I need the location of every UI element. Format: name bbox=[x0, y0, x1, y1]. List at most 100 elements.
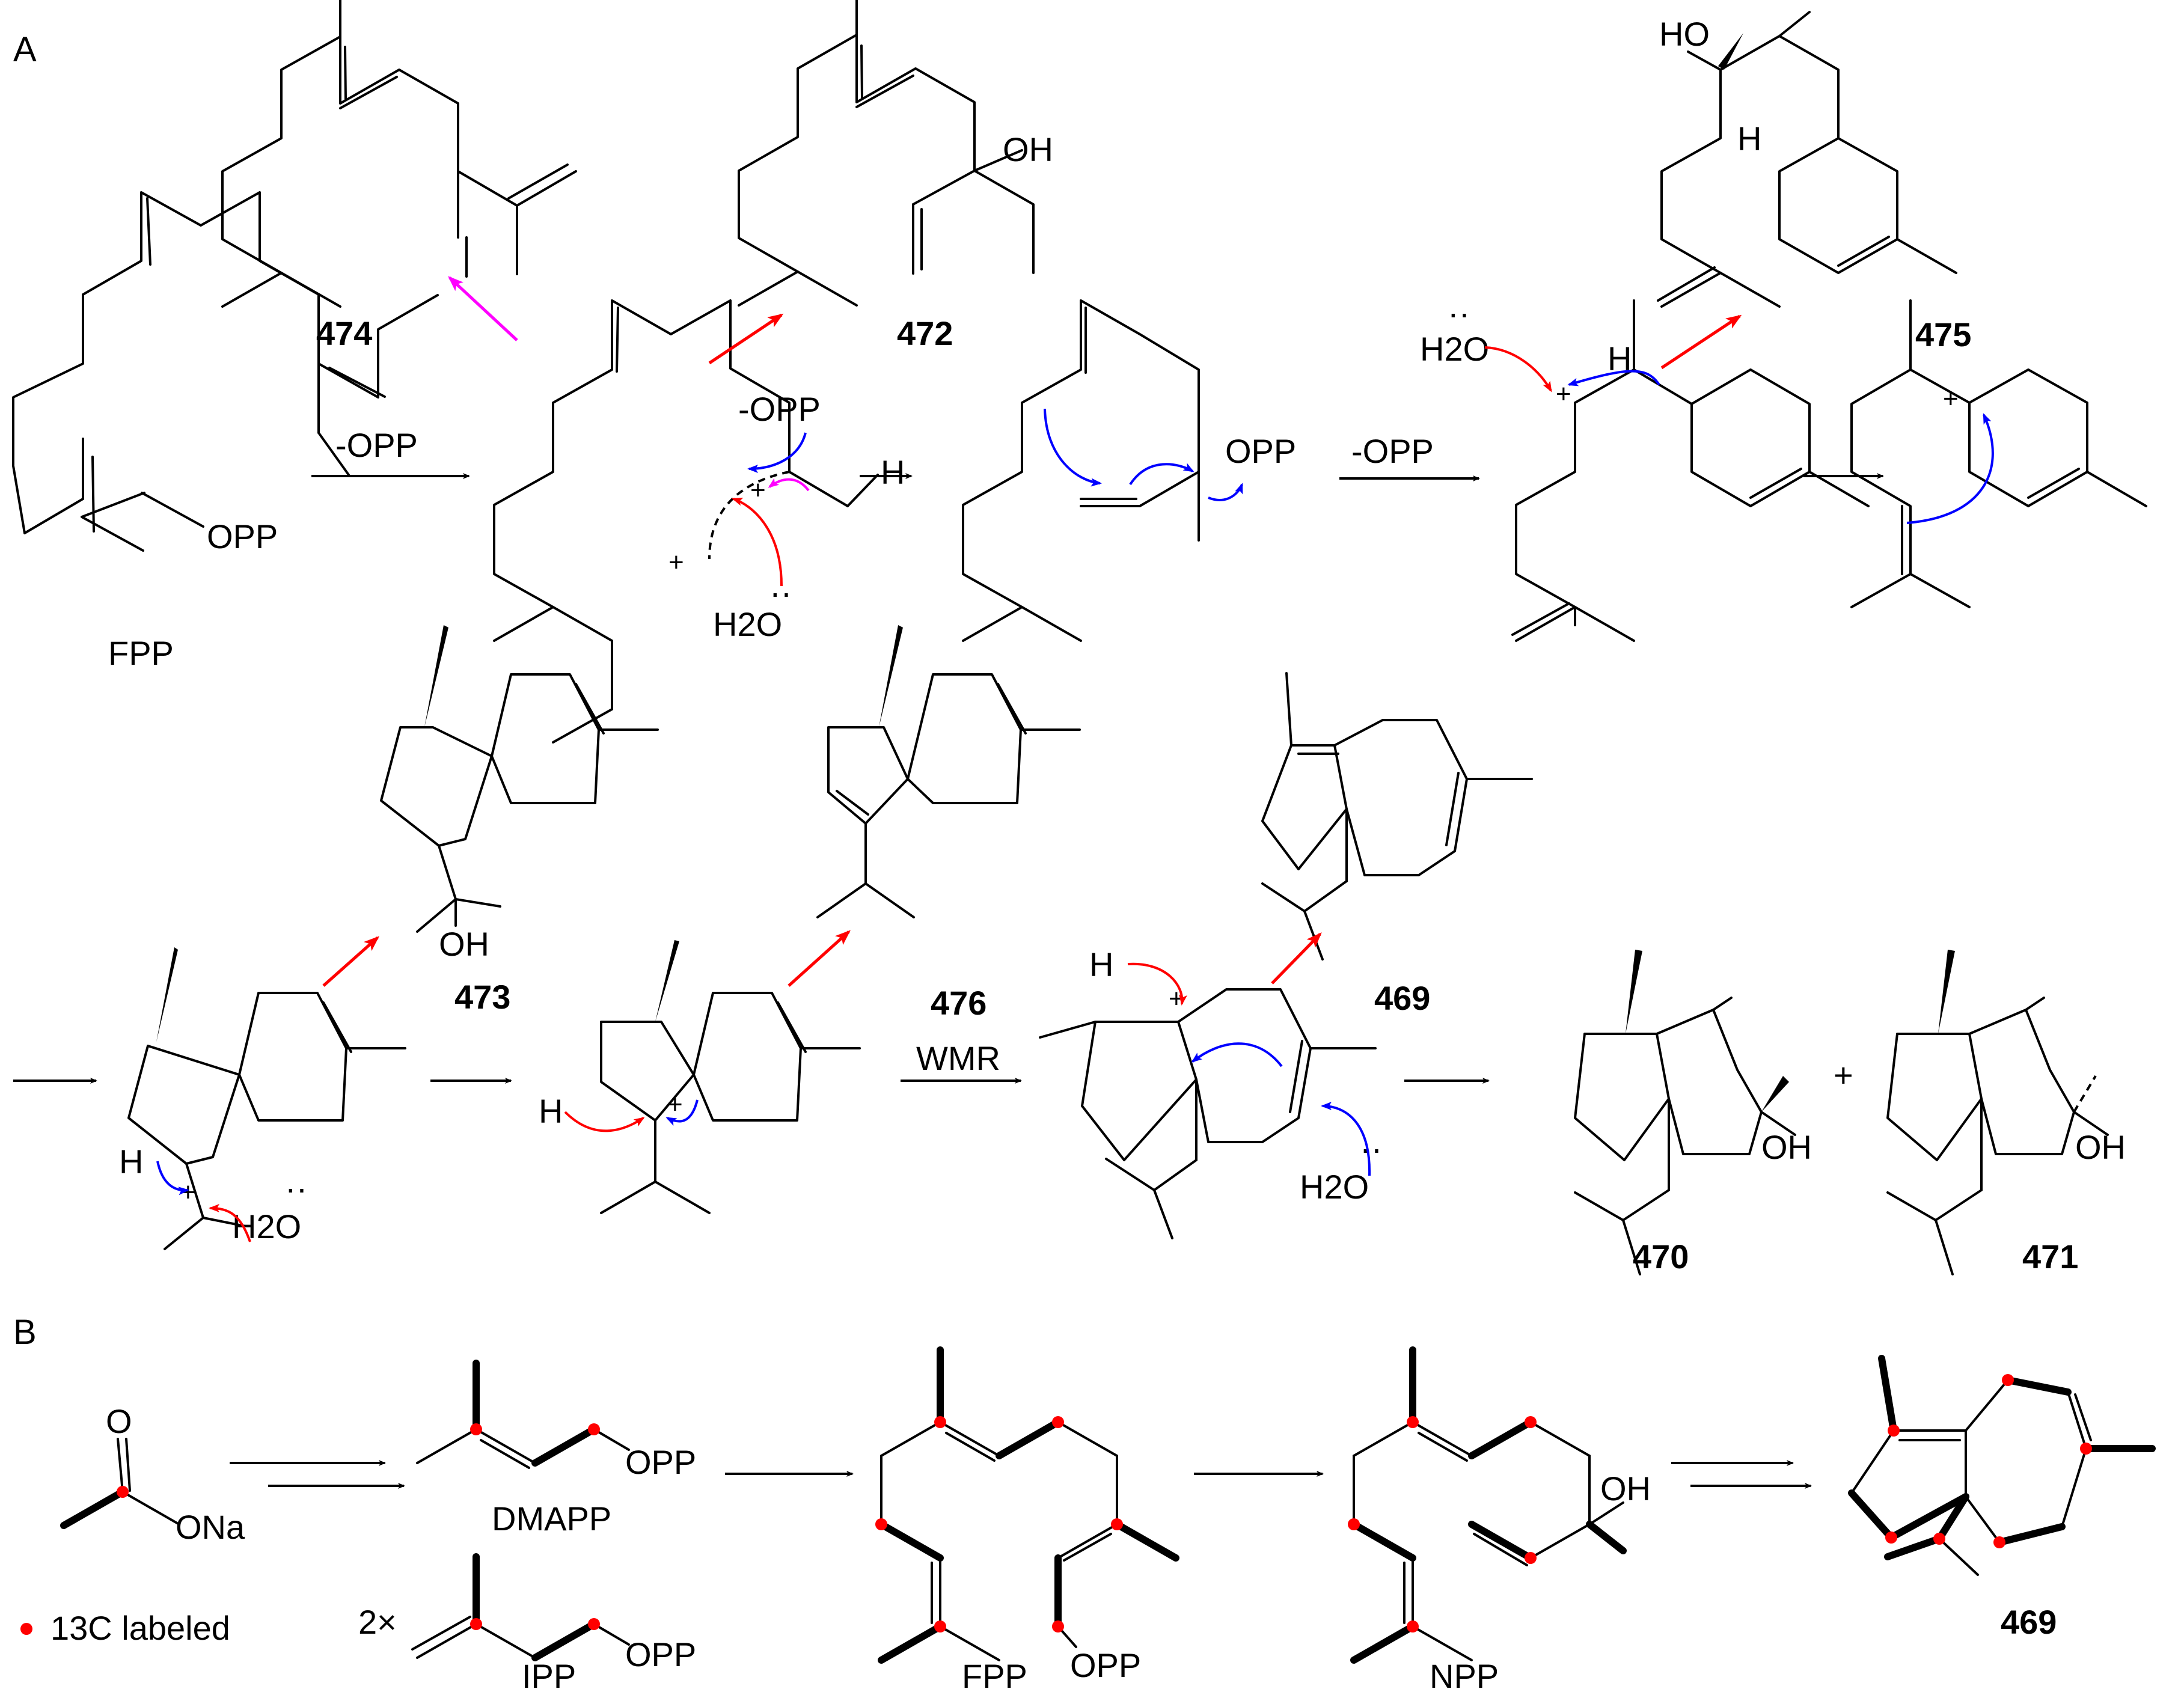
product-469-labeled-number: 469 bbox=[2001, 1603, 2057, 1641]
product-472-oh: OH bbox=[1003, 130, 1053, 168]
fpp-dot-2 bbox=[1052, 1416, 1064, 1428]
product-473-number: 473 bbox=[454, 978, 510, 1016]
spiro-cation-1-water-dots: ·· bbox=[285, 1169, 307, 1207]
product-469-dot-6 bbox=[1933, 1533, 1945, 1545]
product-469-structure bbox=[1261, 672, 1533, 960]
arrow-to-472 bbox=[708, 313, 784, 365]
arrow-to-469 bbox=[1271, 932, 1322, 985]
product-471-wedge bbox=[1938, 950, 1955, 1034]
npp-labeled-structure bbox=[1350, 1346, 1627, 1664]
bisabolyl-water: H2O bbox=[1420, 330, 1489, 368]
product-469-labeled-structure bbox=[1848, 1355, 2156, 1576]
product-470-oh: OH bbox=[1761, 1128, 1812, 1166]
fpp-dot-4 bbox=[1111, 1518, 1123, 1530]
bisabolyl-cation-structure bbox=[1511, 299, 1870, 642]
npp-blue-arrow-3 bbox=[1208, 483, 1243, 501]
npp-dot-1 bbox=[1407, 1416, 1419, 1428]
product-469-dot-5 bbox=[1993, 1536, 2005, 1548]
dmapp-structure bbox=[416, 1360, 630, 1469]
bisabolyl-red-arrow bbox=[1484, 346, 1552, 392]
product-475-structure bbox=[1657, 11, 1957, 308]
spiro-cation-2-wedge bbox=[655, 940, 679, 1022]
product-471-oh: OH bbox=[2075, 1128, 2126, 1166]
cyclized-cation-plus: + bbox=[1943, 384, 1959, 414]
npp-labeled-label: NPP bbox=[1430, 1657, 1499, 1695]
ipp-dot-1 bbox=[470, 1618, 482, 1630]
legend-text: 13C labeled bbox=[50, 1609, 230, 1647]
guaiane-blue-arrow-1 bbox=[1191, 1042, 1283, 1067]
guaiane-red-arrow bbox=[1127, 962, 1187, 1006]
acetate-structure bbox=[60, 1438, 180, 1529]
product-469-dot-3 bbox=[2002, 1374, 2014, 1386]
product-475-ho: HO bbox=[1659, 15, 1710, 53]
bisabolyl-blue-arrow bbox=[1567, 370, 1660, 386]
product-473-oh: OH bbox=[439, 925, 489, 963]
acetate-c13-dot bbox=[117, 1486, 129, 1498]
product-472-structure bbox=[738, 0, 1035, 307]
ipp-label: IPP bbox=[522, 1657, 576, 1695]
cation-1-water: H2O bbox=[713, 605, 782, 643]
fpp-structure bbox=[12, 191, 439, 552]
guaiane-blue-arrow-2 bbox=[1321, 1102, 1371, 1176]
product-469-dot-2 bbox=[1885, 1532, 1897, 1544]
spiro-cation-1-plus: + bbox=[180, 1177, 196, 1207]
product-474-number: 474 bbox=[316, 314, 372, 352]
fpp-dot-1 bbox=[934, 1416, 946, 1428]
fpp-dot-5 bbox=[934, 1620, 946, 1632]
arrow-to-476 bbox=[788, 930, 851, 987]
cation-1-structure bbox=[493, 299, 879, 744]
guaiane-cation-structure bbox=[1039, 988, 1377, 1239]
arrow-to-475 bbox=[1660, 314, 1742, 370]
fpp-dot-3 bbox=[875, 1518, 887, 1530]
npp-dot-5 bbox=[1407, 1620, 1419, 1632]
product-470-wedge-1 bbox=[1626, 950, 1642, 1034]
fpp-labeled-structure bbox=[878, 1346, 1179, 1664]
product-475-number: 475 bbox=[1915, 316, 1971, 353]
reagent-opp-2: -OPP bbox=[1351, 432, 1434, 470]
product-471-structure bbox=[1886, 997, 2109, 1275]
guaiane-cation-h: H bbox=[1089, 945, 1113, 983]
npp-dot-3 bbox=[1348, 1518, 1360, 1530]
product-471-number: 471 bbox=[2022, 1238, 2078, 1275]
product-473-structure bbox=[380, 673, 659, 933]
reagent-wmr: WMR bbox=[916, 1039, 1000, 1077]
cation-1-opp: -OPP bbox=[738, 390, 821, 428]
spiro-cation-2-plus: + bbox=[667, 1090, 683, 1119]
product-469-number: 469 bbox=[1374, 979, 1430, 1017]
product-469-dot-1 bbox=[1888, 1425, 1900, 1437]
product-472-number: 472 bbox=[897, 314, 953, 352]
spiro-cation-1-h: H bbox=[119, 1143, 143, 1180]
acetate-ona: ONa bbox=[176, 1508, 245, 1546]
npp-dot-2 bbox=[1525, 1416, 1537, 1428]
cation-1-blue-arrow bbox=[747, 432, 807, 473]
cation-1-plus: + bbox=[750, 475, 766, 505]
npp-blue-arrow-1 bbox=[1044, 408, 1102, 487]
spiro-cation-2-red-arrow bbox=[564, 1111, 645, 1132]
arrow-to-474 bbox=[448, 276, 518, 341]
cation-1-red-arrow bbox=[732, 498, 783, 587]
acetate-o: O bbox=[106, 1402, 132, 1440]
product-476-structure bbox=[816, 673, 1081, 918]
cyclized-cation-structure bbox=[1850, 299, 2147, 608]
product-470-wedge-2 bbox=[1761, 1076, 1789, 1112]
ipp-dot-2 bbox=[588, 1618, 600, 1630]
dmapp-dot-2 bbox=[588, 1423, 600, 1435]
panel-a-label: A bbox=[13, 30, 37, 69]
npp-intermediate-opp: OPP bbox=[1225, 432, 1296, 470]
cation-1-magenta-arrow bbox=[768, 478, 810, 492]
fpp-label: FPP bbox=[108, 634, 174, 672]
spiro-cation-1-red-arrow bbox=[209, 1204, 251, 1242]
legend-dot bbox=[20, 1623, 32, 1635]
fpp-dot-6 bbox=[1052, 1620, 1064, 1632]
arrow-to-473 bbox=[322, 936, 379, 987]
reagent-opp-1: -OPP bbox=[335, 426, 418, 464]
spiro-cation-2-structure bbox=[600, 992, 861, 1214]
fpp-labeled-label: FPP bbox=[962, 1657, 1027, 1695]
product-470-number: 470 bbox=[1633, 1238, 1689, 1275]
guaiane-cation-water: H2O bbox=[1300, 1168, 1369, 1206]
product-474-structure bbox=[221, 0, 577, 308]
product-475-wedge bbox=[1718, 33, 1743, 70]
cation-1-plus-2: + bbox=[668, 548, 684, 577]
plus-sign: + bbox=[1834, 1056, 1853, 1094]
